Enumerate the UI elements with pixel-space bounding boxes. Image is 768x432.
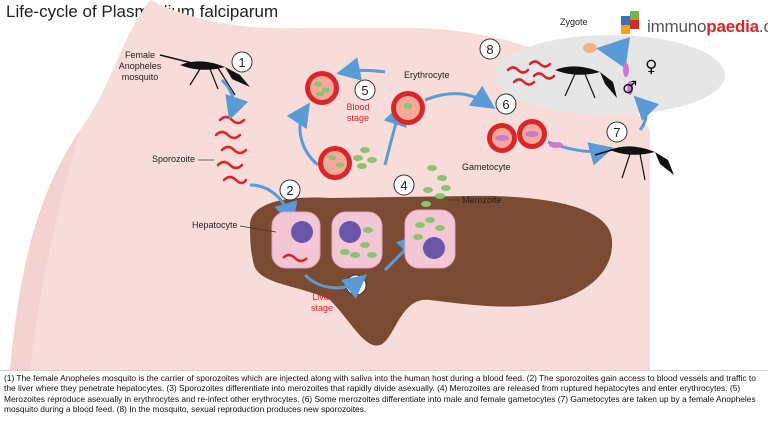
mosquito-gut-ellipse: [495, 35, 725, 115]
zygote-icon: [583, 43, 597, 53]
sporozoites: [214, 115, 248, 185]
mosquito-feeding-icon: [594, 146, 674, 181]
label-female-mosquito-2: Anopheles: [119, 61, 162, 71]
label-merozoite: Merozoite: [462, 195, 502, 205]
gamete-male: [627, 81, 633, 95]
step-number-1: 1: [231, 51, 253, 73]
erythrocyte-2: [318, 146, 352, 180]
label-female-mosquito-1: Female: [125, 50, 155, 60]
svg-text:1: 1: [238, 55, 245, 70]
merozoite-cluster-free: [353, 147, 377, 169]
svg-text:5: 5: [361, 83, 368, 98]
step-number-8: 8: [479, 38, 501, 60]
male-symbol-icon: ♂: [622, 78, 637, 98]
svg-text:6: 6: [502, 97, 509, 112]
erythrocyte-1: [305, 71, 339, 105]
step-number-6: 6: [495, 93, 517, 115]
svg-text:4: 4: [400, 178, 407, 193]
label-blood-stage-2: stage: [347, 113, 369, 123]
logo-text-paedia: paedia: [706, 17, 759, 36]
gametocyte-cell-2: [517, 119, 547, 149]
svg-text:8: 8: [486, 42, 493, 57]
label-liver-stage-1: Liver: [312, 292, 332, 302]
female-symbol-icon: ♀: [645, 57, 657, 77]
logo-cubes-icon: [621, 11, 639, 34]
mosquito-gut-icon: [555, 66, 617, 99]
label-zygote: Zygote: [560, 17, 588, 27]
page-title: Life-cycle of Plasmodium falciparum: [6, 2, 279, 21]
lifecycle-diagram: Female Anopheles mosquito 1 2 3 4 5 6 7 …: [10, 0, 725, 370]
label-blood-stage-1: Blood: [346, 102, 369, 112]
step-number-7: 7: [606, 121, 628, 143]
label-hepatocyte: Hepatocyte: [192, 220, 238, 230]
gametocyte-free: [549, 142, 563, 148]
svg-text:2: 2: [286, 183, 293, 198]
mosquito-female-icon: [159, 54, 250, 96]
hepatocyte-2: [331, 211, 383, 269]
sporozoites-in-mosquito: [506, 60, 556, 86]
label-erythrocyte: Erythrocyte: [404, 70, 450, 80]
svg-text:7: 7: [613, 125, 620, 140]
erythrocyte-3: [391, 91, 425, 125]
logo-text-org: .org: [758, 17, 768, 36]
label-sporozoite: Sporozoite: [152, 154, 195, 164]
immunopaedia-logo[interactable]: immunopaedia.org: [617, 6, 768, 40]
label-gametocyte: Gametocyte: [462, 162, 511, 172]
figure-caption: (1) The female Anopheles mosquito is the…: [0, 370, 768, 432]
logo-text-immuno: immuno: [647, 17, 707, 36]
label-liver-stage-2: stage: [311, 303, 333, 313]
step-number-2: 2: [279, 179, 301, 201]
step-number-5: 5: [354, 79, 376, 101]
step-number-4: 4: [393, 174, 415, 196]
gametocyte-cell-1: [487, 123, 517, 153]
hepatocyte-3: [404, 209, 456, 269]
label-female-mosquito-3: mosquito: [122, 72, 159, 82]
hepatocyte-1: [271, 211, 321, 269]
merozoites: [421, 165, 451, 207]
gamete-female: [623, 63, 629, 77]
